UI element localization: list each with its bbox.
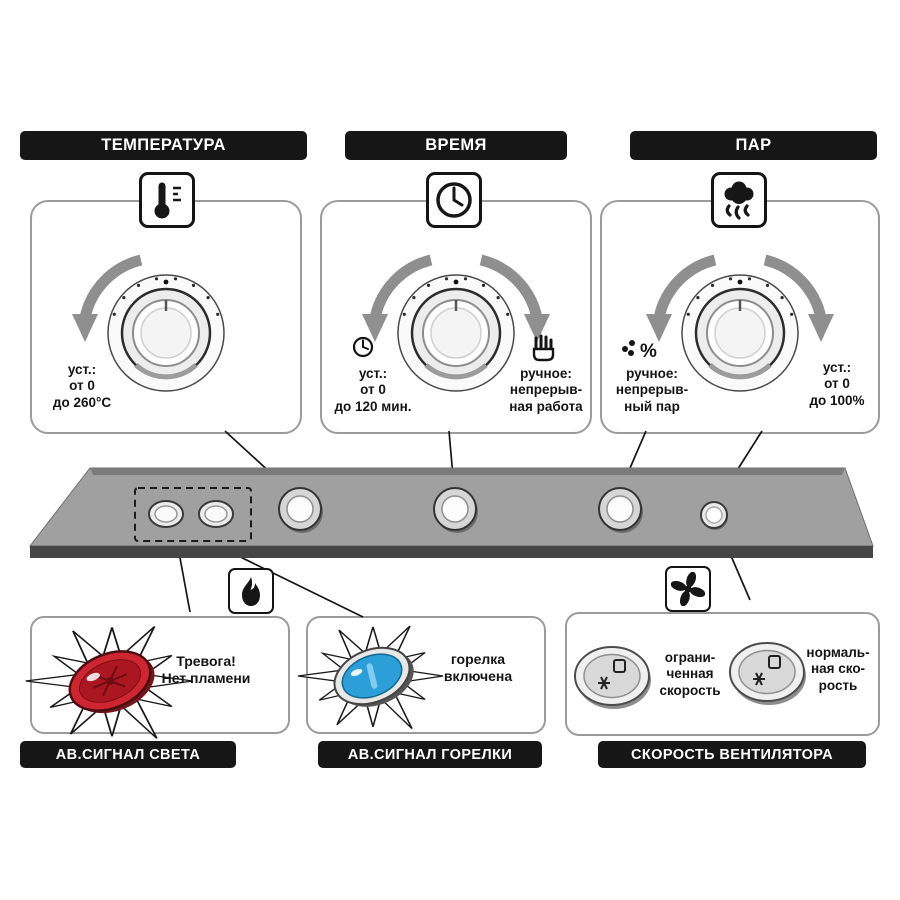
burner-on-text: горелка включена (443, 651, 513, 685)
fan-speed-label: СКОРОСТЬ ВЕНТИЛЯТОРА (598, 741, 866, 768)
ccw-arrow-icon (79, 254, 143, 320)
fan-normal-speed-text: нормаль- ная ско- рость (806, 645, 870, 693)
hand-icon (532, 334, 555, 362)
thermometer-icon-box (139, 172, 195, 228)
fan-normal-speed-button[interactable] (729, 642, 806, 705)
temperature-dial-knob (108, 275, 224, 391)
alarm-light-text: Тревога! Нет пламени (161, 653, 251, 687)
percent-symbol: % (640, 341, 657, 362)
thermometer-icon (154, 182, 181, 219)
steam-section-label: ПАР (630, 131, 877, 160)
fan-speed-panel (565, 612, 880, 736)
time-knob-diagram (362, 254, 550, 413)
speed-symbol-icon (768, 655, 781, 669)
ccw-arrow-icon (653, 254, 717, 320)
clock-icon (436, 182, 472, 218)
flame-icon-box (228, 568, 274, 614)
steam-icon (724, 181, 754, 220)
cw-arrow-icon (763, 254, 827, 320)
clock-small-icon (352, 336, 374, 358)
light-alarm-lamp (148, 500, 184, 528)
temperature-knob-diagram (72, 254, 291, 413)
light-signal-label: АВ.СИГНАЛ СВЕТА (20, 741, 236, 768)
appliance-panel-strip (28, 467, 874, 558)
ccw-arrow-icon (369, 254, 433, 320)
burner-alarm-lamp (198, 500, 234, 528)
steam-knob-diagram (646, 254, 834, 413)
bottom-graphics (24, 625, 806, 740)
cw-arrowhead-icon (808, 314, 834, 342)
temperature-set-range-text: уст.: от 0 до 260°C (52, 362, 112, 410)
alarm-light-lamp (68, 650, 155, 714)
snowflake-icon (598, 676, 610, 690)
temperature-knob[interactable] (278, 487, 323, 533)
steam-manual-text: ручное: непрерыв- ный пар (615, 366, 689, 414)
burner-on-lamp (333, 646, 414, 707)
fan-icon (671, 572, 705, 606)
burner-signal-label: АВ.СИГНАЛ ГОРЕЛКИ (318, 741, 542, 768)
clock-icon-box (426, 172, 482, 228)
time-knob[interactable] (433, 487, 478, 533)
steam-icon-box (711, 172, 767, 228)
snowflake-icon (753, 672, 765, 686)
ccw-arrowhead-icon (72, 314, 98, 342)
fan-limited-speed-text: ограни- ченная скорость (659, 650, 721, 698)
steam-set-range-text: уст.: от 0 до 100% (809, 360, 865, 408)
ccw-arrowhead-icon (362, 314, 388, 342)
fan-icon-box (665, 566, 711, 612)
steam-percent-icon: % (622, 340, 657, 362)
speed-symbol-icon (613, 659, 626, 673)
temperature-section-label: ТЕМПЕРАТУРА (20, 131, 307, 160)
indicator-lights-dashed-outline (134, 487, 252, 542)
ccw-arrowhead-icon (646, 314, 672, 342)
time-section-label: ВРЕМЯ (345, 131, 567, 160)
cw-arrow-icon (479, 254, 543, 320)
steam-knob[interactable] (598, 487, 643, 533)
time-manual-text: ручное: непрерыв- ная работа (509, 366, 583, 414)
fan-speed-button[interactable] (700, 501, 728, 530)
time-set-range-text: уст.: от 0 до 120 мин. (334, 366, 412, 414)
fan-limited-speed-button[interactable] (574, 646, 651, 709)
cw-arrowhead-icon (524, 314, 550, 342)
flame-icon (242, 577, 260, 606)
connector-line (219, 546, 364, 618)
